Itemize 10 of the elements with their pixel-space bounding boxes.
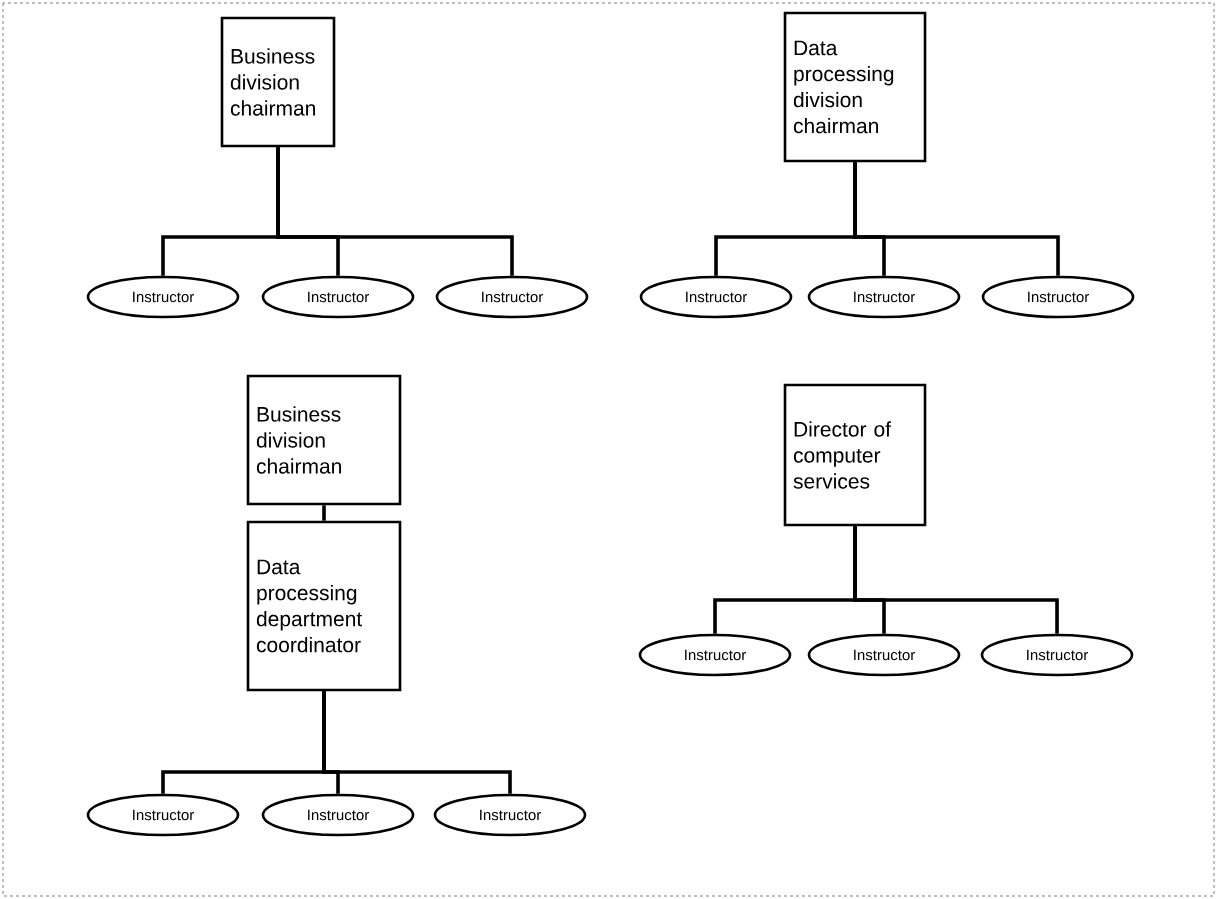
connector-line [276, 147, 514, 276]
org-box: Business division chairman [220, 16, 336, 148]
connector-line [322, 505, 326, 521]
org-box: Data processing department coordinator [246, 520, 402, 692]
connector-line [853, 162, 1060, 276]
org-box: Data processing division chairman [783, 11, 927, 163]
connector-line [322, 691, 512, 794]
connector-line [853, 526, 1059, 634]
org-box: Director of computer services [783, 383, 927, 527]
org-box: Business division chairman [246, 374, 402, 506]
